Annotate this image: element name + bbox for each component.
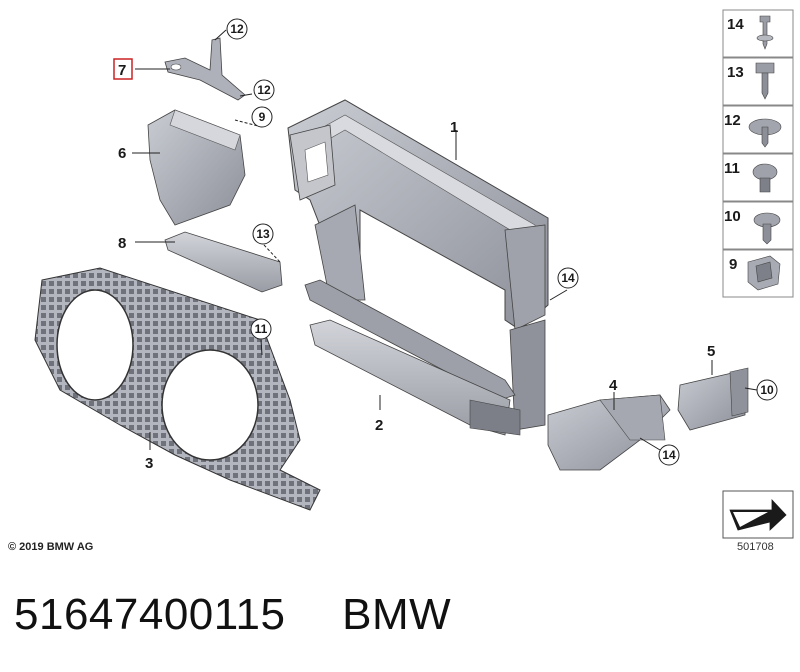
callout-8: 8 bbox=[118, 235, 126, 252]
svg-text:12: 12 bbox=[724, 112, 741, 129]
part-7-bracket bbox=[164, 37, 246, 101]
part-6-air-duct bbox=[147, 109, 246, 226]
part-number: 51647400115 bbox=[14, 590, 286, 639]
diagram-reference-icon bbox=[722, 490, 794, 539]
circle-callout-12-mid: 12 bbox=[253, 79, 275, 101]
circle-callout-14-bottom: 14 bbox=[658, 444, 680, 466]
svg-text:9: 9 bbox=[729, 256, 737, 273]
svg-text:11: 11 bbox=[724, 160, 740, 177]
callout-7: 7 bbox=[118, 62, 126, 79]
fastener-row-14: 14 bbox=[722, 9, 794, 58]
circle-callout-10: 10 bbox=[756, 379, 778, 401]
diagram-id: 501708 bbox=[737, 541, 774, 553]
callout-2: 2 bbox=[375, 417, 383, 434]
fastener-row-10: 10 bbox=[722, 201, 794, 250]
copyright-notice: © 2019 BMW AG bbox=[8, 541, 94, 553]
circle-callout-12-top: 12 bbox=[226, 18, 248, 40]
fastener-row-9: 9 bbox=[722, 249, 794, 298]
part-5-air-guide bbox=[677, 367, 749, 431]
leader-lines bbox=[132, 29, 758, 451]
svg-text:10: 10 bbox=[724, 208, 741, 225]
svg-text:14: 14 bbox=[662, 448, 676, 462]
svg-text:12: 12 bbox=[257, 83, 271, 97]
svg-text:11: 11 bbox=[255, 322, 268, 336]
circle-callout-13: 13 bbox=[252, 223, 274, 245]
part-3-grille-carrier bbox=[34, 267, 321, 511]
svg-text:13: 13 bbox=[727, 64, 744, 81]
callout-1: 1 bbox=[450, 119, 458, 136]
highlight-box-7 bbox=[113, 58, 133, 80]
main-callouts: 1 2 3 4 5 6 7 8 bbox=[113, 58, 715, 472]
svg-text:14: 14 bbox=[727, 16, 744, 33]
footer-caption: 51647400115 BMW bbox=[14, 590, 451, 640]
part-1-radiator-support bbox=[287, 99, 549, 431]
callout-4: 4 bbox=[609, 377, 618, 394]
part-2-lower-duct bbox=[304, 279, 521, 436]
circle-callout-9: 9 bbox=[251, 106, 273, 128]
callout-5: 5 bbox=[707, 343, 715, 360]
callout-3: 3 bbox=[145, 455, 153, 472]
svg-text:9: 9 bbox=[259, 110, 266, 124]
fastener-row-11: 11 bbox=[722, 153, 794, 202]
svg-text:10: 10 bbox=[760, 383, 774, 397]
circle-callout-11: 11 bbox=[250, 318, 272, 340]
svg-text:13: 13 bbox=[256, 227, 270, 241]
fastener-row-13: 13 bbox=[722, 57, 794, 106]
fastener-panel: 14 13 12 11 10 bbox=[722, 9, 794, 298]
callout-6: 6 bbox=[118, 145, 126, 162]
svg-text:12: 12 bbox=[230, 22, 244, 36]
circle-callout-14-right: 14 bbox=[557, 267, 579, 289]
brand-name: BMW bbox=[342, 590, 452, 639]
part-8-bracket bbox=[164, 231, 283, 293]
circle-callouts: 12 12 9 13 11 14 10 14 bbox=[226, 18, 778, 466]
part-4-air-guide bbox=[547, 394, 671, 471]
fastener-row-12: 12 bbox=[722, 105, 794, 154]
svg-text:14: 14 bbox=[561, 271, 575, 285]
